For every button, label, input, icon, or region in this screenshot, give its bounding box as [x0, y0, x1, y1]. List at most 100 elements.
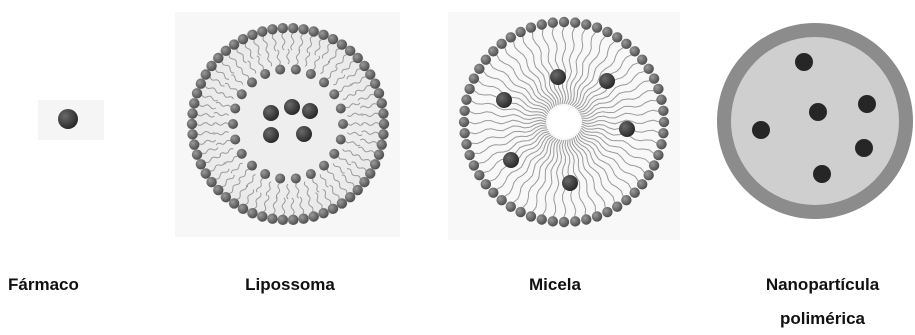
- encapsulated-drug: [562, 175, 578, 191]
- encapsulated-drug: [619, 121, 635, 137]
- lipid-head: [345, 192, 355, 202]
- lipid-head: [318, 30, 328, 40]
- lipid-head: [187, 119, 197, 129]
- lipid-head: [592, 22, 602, 32]
- lipid-head: [359, 177, 369, 187]
- lipid-head: [488, 46, 498, 56]
- lipid-head: [630, 188, 640, 198]
- lipid-head: [515, 27, 525, 37]
- encapsulated-drug: [550, 69, 566, 85]
- lipid-head: [548, 17, 558, 27]
- encapsulated-drug: [503, 152, 519, 168]
- nanoparticula-core: [731, 37, 899, 205]
- lipid-head: [537, 19, 547, 29]
- lipid-head: [643, 170, 653, 180]
- lipid-head: [337, 198, 347, 208]
- lipid-head: [570, 216, 580, 226]
- lipid-head: [374, 149, 384, 159]
- lipid-head: [278, 23, 288, 33]
- lipid-head: [359, 61, 369, 71]
- encapsulated-drug: [284, 99, 300, 115]
- lipid-head: [291, 65, 301, 75]
- lipid-head: [237, 89, 247, 99]
- lipid-head: [379, 119, 389, 129]
- lipid-head: [653, 84, 663, 94]
- caption-farmaco: Fármaco: [8, 275, 108, 295]
- lipid-head: [653, 150, 663, 160]
- lipid-head: [649, 160, 659, 170]
- lipid-head: [378, 108, 388, 118]
- lipid-head: [474, 64, 484, 74]
- encapsulated-drug: [263, 105, 279, 121]
- lipossoma-encapsulated-drugs: [239, 75, 337, 173]
- lipid-head: [559, 217, 569, 227]
- lipid-head: [658, 128, 668, 138]
- farmaco-structure: [38, 100, 104, 140]
- lipid-head: [196, 159, 206, 169]
- lipid-head: [370, 78, 380, 88]
- nanoparticula-drug: [752, 121, 770, 139]
- lipid-head: [288, 215, 298, 225]
- lipid-head: [291, 173, 301, 183]
- lipid-head: [319, 77, 329, 87]
- lipid-head: [257, 211, 267, 221]
- lipid-head: [365, 168, 375, 178]
- lipid-head: [581, 19, 591, 29]
- lipid-head: [515, 207, 525, 217]
- lipid-head: [196, 78, 206, 88]
- lipid-head: [213, 53, 223, 63]
- lipid-head: [298, 24, 308, 34]
- lipid-head: [329, 149, 339, 159]
- lipid-head: [213, 185, 223, 195]
- encapsulated-drug: [296, 126, 312, 142]
- lipid-head: [288, 23, 298, 33]
- lipid-head: [308, 211, 318, 221]
- lipid-head: [230, 104, 240, 114]
- lipid-head: [506, 32, 516, 42]
- nanoparticula-drug: [855, 139, 873, 157]
- lipid-head: [328, 34, 338, 44]
- lipid-head: [229, 39, 239, 49]
- nanoparticula-drug: [858, 95, 876, 113]
- lipid-head: [469, 160, 479, 170]
- lipid-head: [201, 168, 211, 178]
- lipid-head: [643, 64, 653, 74]
- lipid-head: [238, 34, 248, 44]
- caption-nanoparticula-line2: polimérica: [740, 309, 905, 329]
- lipid-head: [338, 119, 348, 129]
- lipid-head: [187, 108, 197, 118]
- lipid-head: [526, 211, 536, 221]
- caption-lipossoma: Lipossoma: [200, 275, 380, 295]
- lipid-head: [247, 30, 257, 40]
- lipid-head: [306, 169, 316, 179]
- lipid-head: [559, 17, 569, 27]
- lipid-head: [602, 207, 612, 217]
- lipid-head: [602, 27, 612, 37]
- lipid-head: [247, 77, 257, 87]
- lipid-head: [201, 69, 211, 79]
- lipid-head: [189, 139, 199, 149]
- nanoparticula-drug: [813, 165, 831, 183]
- lipid-head: [260, 169, 270, 179]
- lipid-head: [237, 149, 247, 159]
- lipid-head: [461, 139, 471, 149]
- lipid-head: [206, 61, 216, 71]
- lipid-head: [570, 17, 580, 27]
- lipid-head: [267, 214, 277, 224]
- micela-structure: [448, 12, 680, 240]
- lipid-head: [377, 98, 387, 108]
- lipid-head: [221, 192, 231, 202]
- lipid-head: [192, 88, 202, 98]
- lipid-head: [377, 139, 387, 149]
- lipid-head: [592, 211, 602, 221]
- lipid-head: [336, 134, 346, 144]
- lipid-head: [630, 46, 640, 56]
- lipid-head: [229, 198, 239, 208]
- lipid-head: [328, 204, 338, 214]
- lipossoma-structure: [175, 12, 400, 237]
- lipid-head: [275, 173, 285, 183]
- lipid-head: [656, 95, 666, 105]
- lipid-head: [319, 161, 329, 171]
- lipid-head: [370, 159, 380, 169]
- lipid-head: [378, 129, 388, 139]
